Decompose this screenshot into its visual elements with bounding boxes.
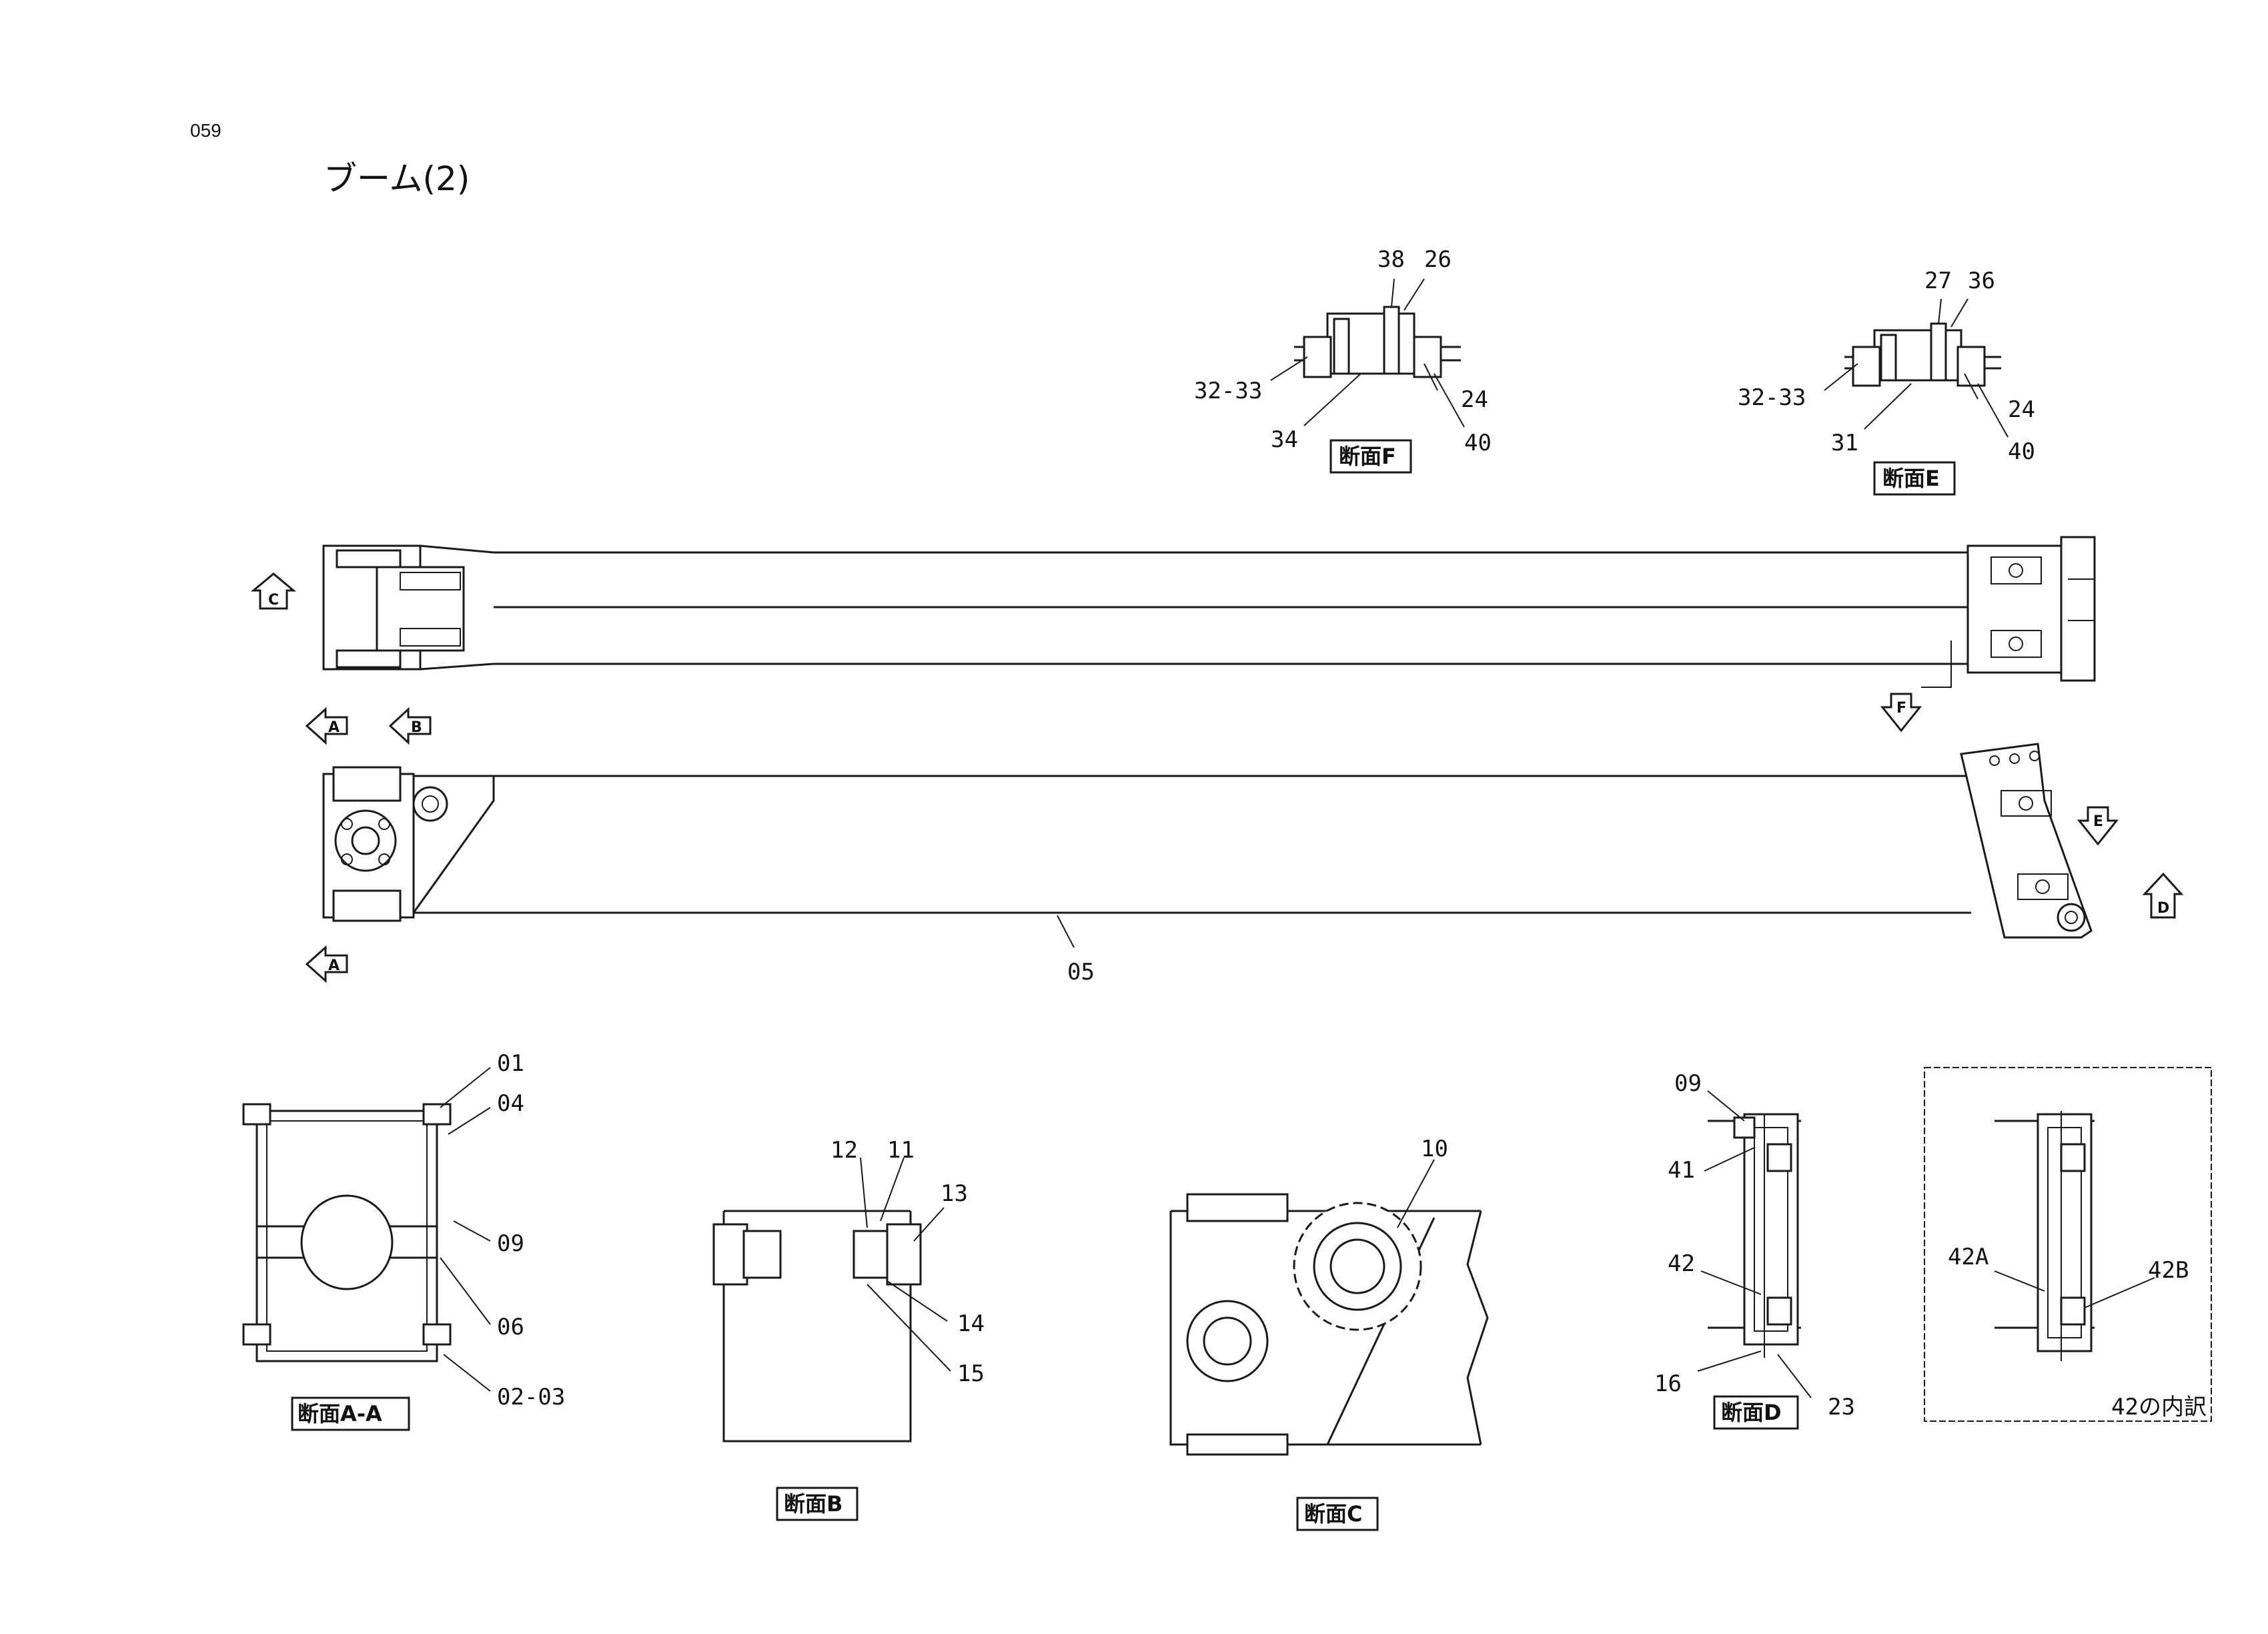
breakdown-label: 42の内訳 [2111, 1394, 2207, 1420]
part-label: 36 [1968, 268, 1995, 294]
part-label: 42B [2148, 1257, 2189, 1284]
section-label: 断面A-A [298, 1401, 382, 1426]
section-d: 09 41 42 16 23 断面D [1654, 1070, 1855, 1430]
part-label: 41 [1668, 1157, 1695, 1184]
section-a-a: 01 04 09 06 02-03 断面A-A [242, 1050, 565, 1431]
part-label: 09 [497, 1230, 524, 1257]
part-label: 02-03 [497, 1384, 565, 1410]
part-label: 26 [1424, 246, 1452, 273]
part-label: 15 [957, 1360, 985, 1387]
section-label: 断面B [784, 1491, 842, 1517]
part-label: 34 [1271, 426, 1298, 453]
breakdown-42: 42A 42B 42の内訳 [1924, 1067, 2212, 1422]
svg-text:E: E [2093, 813, 2103, 830]
part-label: 27 [1924, 268, 1952, 294]
section-label: 断面F [1339, 444, 1396, 469]
part-label: 40 [2008, 438, 2035, 465]
section-f: 38 26 32-33 24 34 40 断面F [1194, 246, 1492, 474]
section-c: 10 断面C [1169, 1136, 1489, 1531]
part-label: 31 [1831, 430, 1858, 456]
page-title: ブーム(2) [324, 159, 470, 198]
svg-text:A: A [328, 719, 340, 736]
view-arrow: D [2142, 872, 2184, 919]
part-label: 12 [830, 1137, 858, 1164]
part-label: 10 [1421, 1136, 1448, 1162]
svg-text:B: B [411, 719, 422, 736]
svg-text:C: C [268, 592, 279, 608]
view-arrow: A [305, 707, 348, 745]
section-e: 27 36 32-33 24 31 40 断面E [1738, 268, 2035, 496]
part-label: 24 [1461, 386, 1488, 413]
part-label: 13 [941, 1180, 968, 1207]
view-arrow: E [2077, 806, 2119, 846]
view-arrow: F [1880, 693, 1922, 733]
part-label: 24 [2008, 396, 2035, 423]
part-label: 05 [1067, 959, 1095, 985]
part-label: 01 [497, 1050, 524, 1077]
part-label: 09 [1674, 1070, 1702, 1097]
part-label: 32-33 [1194, 378, 1262, 404]
view-arrow: C [250, 572, 297, 610]
section-label: 断面C [1304, 1501, 1363, 1527]
page-number: 059 [190, 120, 221, 141]
svg-text:D: D [2157, 900, 2169, 917]
view-arrow: A [305, 945, 348, 983]
part-label: 32-33 [1738, 384, 1806, 411]
view-arrow: B [388, 707, 432, 745]
boom-top-view [322, 536, 2096, 688]
part-label: 42A [1948, 1244, 1989, 1270]
part-label: 42 [1668, 1250, 1695, 1277]
section-b: 12 11 13 14 15 断面B [712, 1137, 985, 1521]
part-label: 04 [497, 1090, 524, 1117]
part-label: 06 [497, 1314, 524, 1340]
section-label: 断面D [1721, 1400, 1782, 1425]
section-label: 断面E [1882, 466, 1940, 491]
part-label: 11 [887, 1137, 915, 1164]
part-label: 40 [1464, 430, 1492, 456]
svg-text:A: A [328, 957, 340, 974]
part-label: 23 [1828, 1394, 1855, 1420]
boom-side-view: 05 [322, 743, 2093, 985]
svg-text:F: F [1896, 700, 1906, 717]
part-label: 14 [957, 1310, 985, 1337]
part-label: 16 [1654, 1370, 1682, 1397]
part-label: 38 [1377, 246, 1405, 273]
